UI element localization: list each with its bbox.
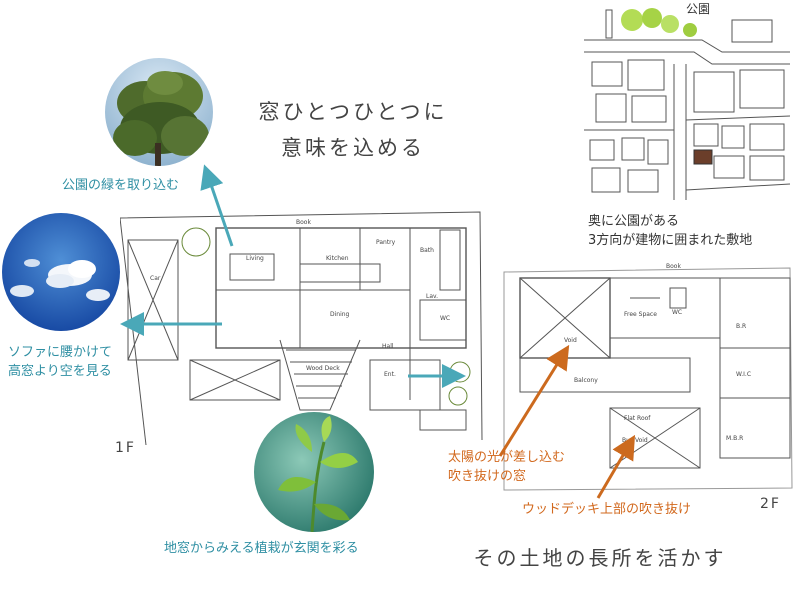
svg-text:Kitchen: Kitchen — [326, 255, 349, 262]
park-tree — [661, 15, 679, 33]
first-floor-plan-graphic: Book Pantry Living Kitchen Bath Dining L… — [119, 211, 483, 446]
callout-sun-window: 太陽の光が差し込む 吹き抜けの窓 — [448, 448, 565, 486]
headline-line-2: 意味を込める — [281, 136, 425, 160]
plant-photo-graphic — [254, 412, 374, 532]
footer-headline: その土地の長所を活かす — [473, 546, 727, 570]
svg-text:Balcony: Balcony — [574, 377, 598, 384]
site-map-graphic — [582, 0, 792, 200]
tree-photo — [105, 58, 213, 166]
main-headline: 窓ひとつひとつに 意味を込める — [228, 94, 478, 166]
tree-photo-graphic — [105, 58, 213, 166]
callout-sofa-sky-line-2: 高窓より空を見る — [8, 364, 112, 379]
park-tree — [642, 8, 662, 28]
second-floor-label: 2F — [760, 496, 781, 512]
plant-photo — [254, 412, 374, 532]
sky-photo-graphic — [2, 213, 120, 331]
first-floor-label: 1F — [115, 440, 136, 456]
target-site — [693, 149, 713, 165]
callout-park-green: 公園の緑を取り込む — [62, 178, 180, 193]
svg-text:Book: Book — [666, 263, 681, 270]
svg-text:Wood Deck: Wood Deck — [306, 365, 340, 372]
callout-wood-deck: ウッドデッキ上部の吹き抜け — [522, 502, 692, 517]
svg-text:Dining: Dining — [330, 311, 350, 318]
park-label: 公園 — [686, 2, 711, 16]
park-tree — [683, 23, 697, 37]
headline-line-1: 窓ひとつひとつに — [258, 100, 448, 124]
sky-photo — [2, 213, 120, 331]
callout-sofa-sky-line-1: ソファに腰かけて — [8, 345, 113, 360]
svg-text:Bath: Bath — [420, 247, 434, 254]
svg-text:Car: Car — [150, 275, 161, 282]
callout-sofa-sky: ソファに腰かけて 高窓より空を見る — [8, 343, 112, 381]
svg-text:B.R: B.R — [736, 323, 746, 330]
first-floor-plan: Book Pantry Living Kitchen Bath Dining L… — [119, 200, 500, 450]
callout-sun-window-line-2: 吹き抜けの窓 — [448, 469, 527, 484]
svg-text:Pantry: Pantry — [376, 239, 396, 246]
svg-text:Hall: Hall — [382, 343, 394, 350]
callout-sun-window-line-1: 太陽の光が差し込む — [448, 450, 566, 465]
svg-text:WC: WC — [672, 309, 682, 316]
svg-text:Book: Book — [296, 219, 311, 226]
svg-text:Ent.: Ent. — [384, 371, 396, 378]
callout-ground-window: 地窓からみえる植栽が玄関を彩る — [164, 541, 359, 556]
svg-text:Free Space: Free Space — [624, 311, 657, 318]
site-map-caption-line-2: 3方向が建物に囲まれた敷地 — [588, 233, 753, 248]
svg-text:M.B.R: M.B.R — [726, 435, 743, 442]
site-map — [582, 0, 792, 200]
svg-text:Lav.: Lav. — [426, 293, 438, 300]
svg-text:Void: Void — [564, 337, 577, 344]
site-map-caption-line-1: 奥に公園がある — [588, 214, 680, 229]
svg-text:Flat Roof: Flat Roof — [624, 415, 651, 422]
svg-text:WC: WC — [440, 315, 450, 322]
park-tree — [621, 9, 643, 31]
svg-text:Bus Void: Bus Void — [622, 437, 648, 444]
svg-text:Living: Living — [246, 255, 264, 262]
site-map-caption: 奥に公園がある 3方向が建物に囲まれた敷地 — [588, 212, 752, 250]
svg-text:W.I.C: W.I.C — [736, 371, 751, 378]
